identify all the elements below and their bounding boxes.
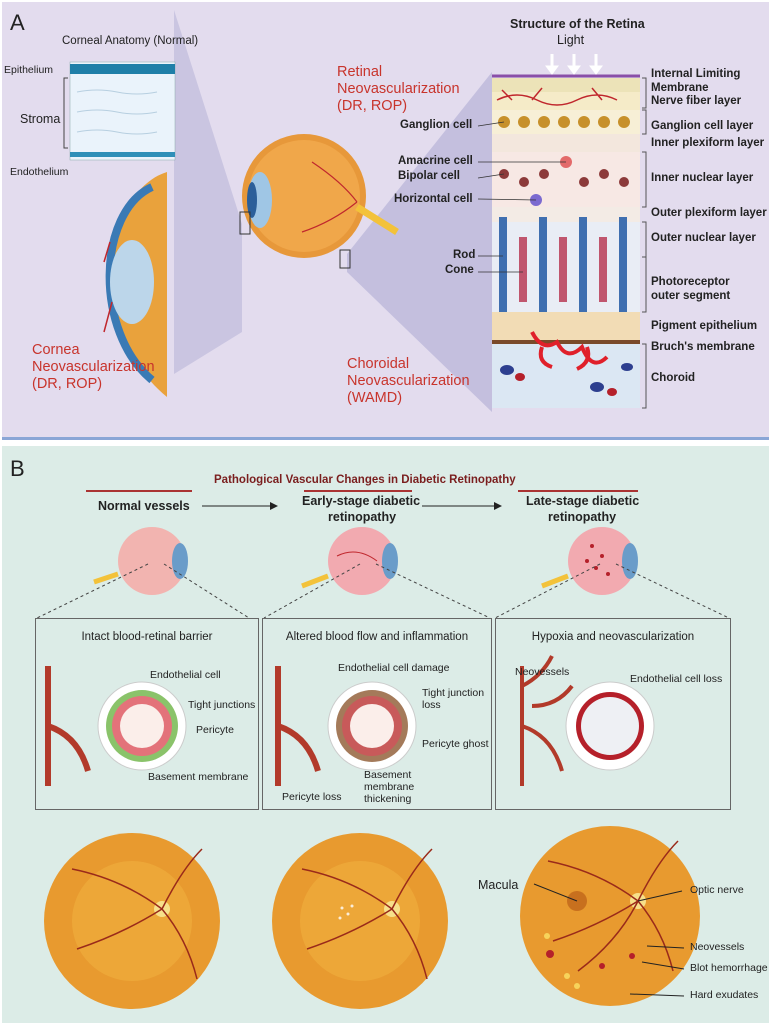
pigment-epithelium-label: Pigment epithelium: [651, 320, 758, 332]
tight-junction-loss-label-2: loss: [422, 699, 441, 711]
retinal-neo-line1: Retinal: [337, 64, 383, 80]
retinal-neo-line3: (DR, ROP): [337, 98, 408, 114]
basement-membrane-label: Basement membrane: [148, 771, 249, 783]
bm-thickening-label-1: Basement: [364, 769, 412, 781]
ganglion-cell-layer-label: Ganglion cell layer: [651, 120, 754, 132]
endothelial-cell-label: Endothelial cell: [150, 669, 221, 681]
ilm-label-1: Internal Limiting: [651, 68, 741, 80]
horizontal-cell-label: Horizontal cell: [394, 193, 473, 205]
endothelium-label: Endothelium: [10, 166, 69, 178]
nerve-fiber-layer-label: Nerve fiber layer: [651, 95, 742, 107]
photoreceptor-label-1: Photoreceptor: [651, 276, 730, 288]
cornea-neo-line2: Neovascularization: [32, 359, 155, 375]
stage-late-label-2: retinopathy: [548, 510, 617, 524]
neovessels-box-label: Neovessels: [515, 666, 570, 678]
endothelial-loss-label: Endothelial cell loss: [630, 673, 723, 685]
stage-late-label-1: Late-stage diabetic: [526, 494, 640, 508]
ilm-label-2: Membrane: [651, 82, 709, 94]
choroidal-neo-line1: Choroidal: [347, 356, 410, 372]
box-altered-flow-title: Altered blood flow and inflammation: [285, 631, 469, 643]
photoreceptor-label-2: outer segment: [651, 290, 731, 302]
choroid-label: Choroid: [651, 372, 696, 384]
bm-thickening-label-3: thickening: [364, 793, 412, 805]
tight-junctions-label: Tight junctions: [188, 699, 256, 711]
bipolar-cell-label: Bipolar cell: [398, 170, 460, 182]
retina-title: Structure of the Retina: [510, 17, 645, 31]
cornea-anatomy-title: Corneal Anatomy (Normal): [62, 35, 199, 47]
ganglion-cell-label: Ganglion cell: [400, 119, 473, 131]
neovessels-label: Neovessels: [690, 941, 745, 953]
choroidal-neo-line2: Neovascularization: [347, 373, 470, 389]
cone-label: Cone: [445, 264, 474, 276]
cornea-neo-line3: (DR, ROP): [32, 376, 103, 392]
box-intact-barrier: Intact blood-retinal barrier: [35, 618, 259, 810]
light-label: Light: [557, 33, 585, 47]
hard-exudates-label: Hard exudates: [690, 989, 759, 1001]
panel-a-illustration: [63, 10, 647, 412]
box-hypoxia-title: Hypoxia and neovascularization: [531, 631, 695, 643]
epithelium-label: Epithelium: [4, 64, 54, 76]
inner-nuclear-layer-label: Inner nuclear layer: [651, 172, 754, 184]
panel-a: A Corneal Anatomy (Normal) Epithelium St…: [2, 2, 769, 440]
inner-plexiform-layer-label: Inner plexiform layer: [651, 137, 765, 149]
amacrine-cell-label: Amacrine cell: [398, 155, 473, 167]
stage-early-label-1: Early-stage diabetic: [302, 494, 421, 508]
outer-nuclear-layer-label: Outer nuclear layer: [651, 232, 756, 244]
macula-label: Macula: [478, 878, 519, 892]
panel-b-illustration: [36, 490, 730, 1009]
panel-b-title: Pathological Vascular Changes in Diabeti…: [214, 474, 516, 486]
panel-b: B Pathological Vascular Changes in Diabe…: [2, 446, 769, 1023]
cornea-neo-line1: Cornea: [32, 342, 80, 358]
outer-plexiform-layer-label: Outer plexiform layer: [651, 207, 767, 219]
box-altered-flow: Altered blood flow and inflammation: [262, 618, 492, 810]
pericyte-ghost-label: Pericyte ghost: [422, 738, 489, 750]
rod-label: Rod: [453, 249, 476, 261]
bruchs-membrane-label: Bruch's membrane: [651, 341, 755, 353]
box-hypoxia: Hypoxia and neovascularization: [495, 618, 731, 810]
pericyte-label: Pericyte: [196, 724, 234, 736]
panel-b-letter: B: [10, 456, 25, 481]
box-intact-barrier-title: Intact blood-retinal barrier: [81, 631, 213, 643]
endothelial-damage-label: Endothelial cell damage: [338, 662, 450, 674]
bm-thickening-label-2: membrane: [364, 781, 415, 793]
tight-junction-loss-label-1: Tight junction: [422, 687, 485, 699]
stroma-label: Stroma: [20, 112, 61, 126]
retinal-neo-line2: Neovascularization: [337, 81, 460, 97]
stage-normal-label: Normal vessels: [98, 499, 190, 513]
optic-nerve-label: Optic nerve: [690, 884, 744, 896]
panel-a-letter: A: [10, 10, 25, 35]
blot-hemorrhage-label: Blot hemorrhage: [690, 962, 768, 974]
choroidal-neo-line3: (WAMD): [347, 390, 403, 406]
stage-early-label-2: retinopathy: [328, 510, 397, 524]
pericyte-loss-label: Pericyte loss: [282, 791, 342, 803]
